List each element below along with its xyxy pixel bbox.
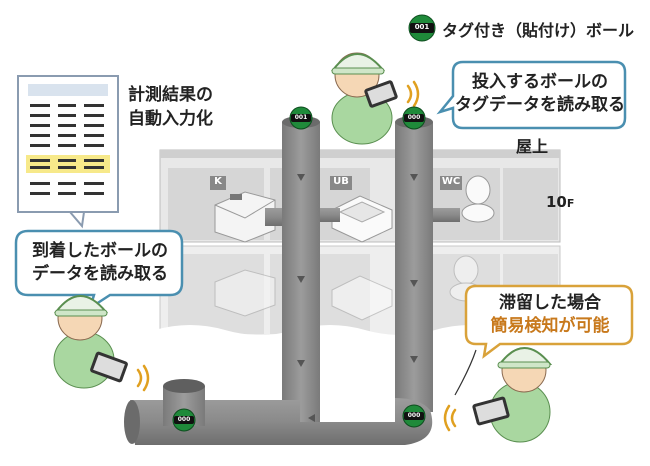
- ball-pipe-top-right: [402, 106, 426, 130]
- measurement-document: [17, 75, 119, 229]
- doc-caption-line1: 計測結果の: [128, 85, 213, 105]
- right-bubble-line2: 簡易検知が可能: [490, 316, 610, 336]
- bath-fixture-lower: [331, 275, 393, 321]
- branch-pipe-bath: [320, 208, 340, 222]
- left-bubble-line2: データを読み取る: [32, 264, 168, 284]
- kitchen-tag-text: K: [214, 176, 222, 187]
- legend-ball-icon: [408, 14, 436, 42]
- bath-tag: [330, 176, 352, 190]
- floor-roof-label: 屋上: [516, 137, 549, 156]
- left-vertical-pipe: [282, 122, 320, 422]
- kitchen-tag: [210, 176, 226, 190]
- receiver-pipe-opening: [163, 379, 205, 393]
- floor-10f-label: 10F: [546, 193, 574, 211]
- right-bubble-text: 滞留した場合 簡易検知が可能: [468, 292, 632, 338]
- top-bubble-line2: タグデータを読み取る: [455, 95, 625, 115]
- toilet-tag-text: WC: [441, 176, 461, 187]
- top-bubble-shape: [436, 60, 627, 130]
- doc-caption-line2: 自動入力化: [128, 109, 213, 129]
- floor-10f-number: 10: [546, 193, 567, 211]
- ball-bottom-right-text: 000: [407, 412, 421, 419]
- left-bubble-shape: [14, 229, 184, 311]
- right-bubble-shape: [464, 284, 634, 359]
- worker-left: [53, 295, 128, 389]
- top-bubble-text: 投入するボールの タグデータを読み取る: [455, 71, 625, 117]
- right-bubble-line1: 滞留した場合: [499, 293, 601, 313]
- bath-tag-text: UB: [333, 176, 349, 187]
- main-horizontal-pipe: [130, 398, 433, 445]
- top-bubble-line1: 投入するボールの: [472, 72, 608, 92]
- legend-badge-text: 001: [414, 23, 430, 31]
- toilet-tag: [440, 176, 462, 190]
- flow-arrows: [297, 174, 418, 422]
- left-bubble-text: 到着したボールの データを読み取る: [18, 240, 182, 286]
- kitchen-fixture-lower: [214, 269, 276, 317]
- ball-bottom-left: [172, 408, 196, 432]
- main-pipe-outlet: [124, 400, 140, 444]
- ball-top-left-text: 001: [294, 114, 308, 121]
- cut-wave: [155, 325, 565, 350]
- legend-label: タグ付き（貼付け）ボール: [442, 21, 635, 40]
- worker-top: [330, 52, 398, 145]
- ball-pipe-top-left: [289, 106, 313, 130]
- worker-right: [472, 347, 553, 443]
- right-callout-line: [454, 349, 477, 396]
- branch-pipe-toilet: [430, 208, 460, 222]
- kitchen-fixture: [214, 191, 276, 243]
- right-vertical-pipe: [395, 122, 433, 412]
- toilet-fixture: [461, 175, 495, 223]
- bath-fixture: [331, 195, 393, 243]
- left-bubble-line1: 到着したボールの: [32, 241, 168, 261]
- ball-top-right-text: 000: [407, 114, 421, 121]
- ball-bottom-left-text: 000: [177, 416, 191, 423]
- floor-10f-suffix: F: [566, 197, 575, 210]
- ball-bottom-right: [402, 404, 426, 428]
- signal-waves: [136, 80, 457, 432]
